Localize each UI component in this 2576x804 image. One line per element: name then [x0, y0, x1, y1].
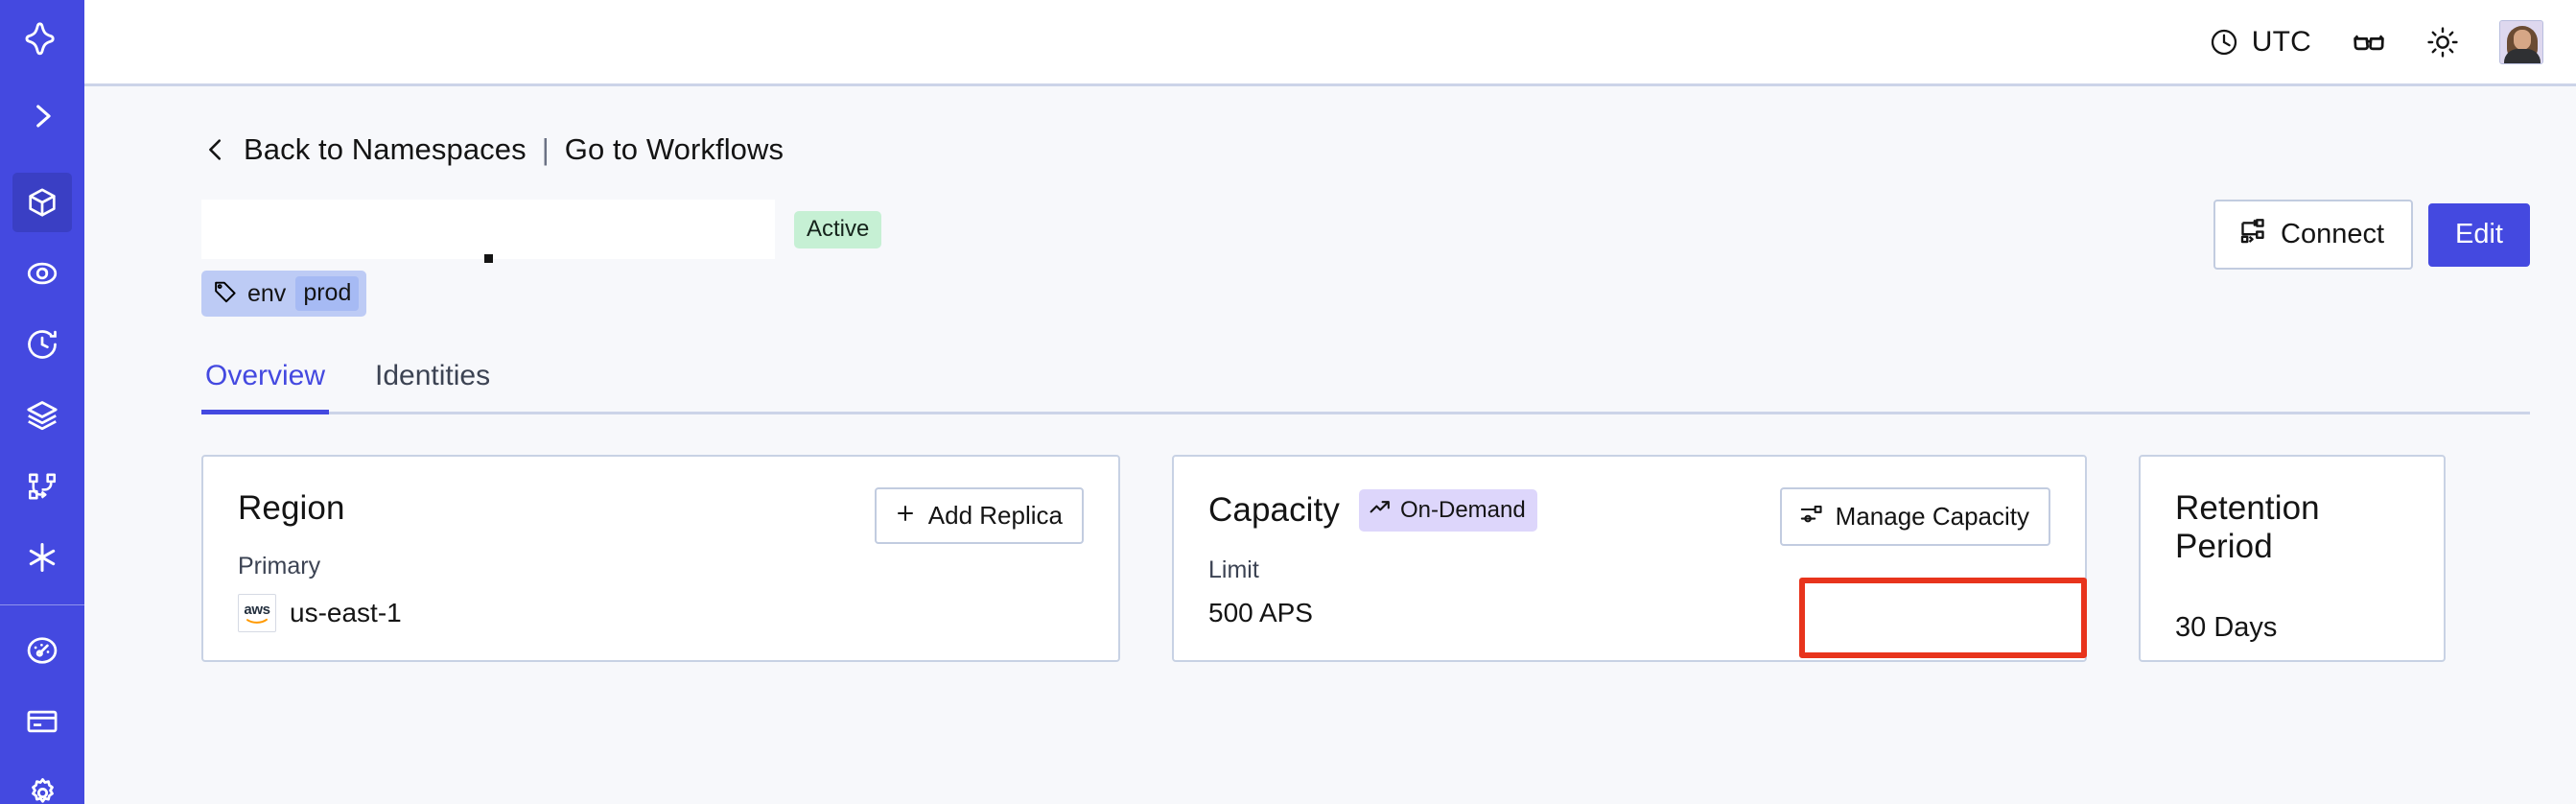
manage-capacity-button[interactable]: Manage Capacity [1779, 487, 2050, 546]
region-value: us-east-1 [290, 598, 402, 627]
add-replica-label: Add Replica [927, 501, 1063, 530]
plus-icon [894, 502, 917, 529]
namespace-tags: env prod [201, 271, 2530, 317]
tag-icon [213, 279, 238, 309]
retention-card-title: Retention Period [2175, 489, 2320, 565]
connect-button[interactable]: Connect [2213, 200, 2414, 270]
edit-button[interactable]: Edit [2428, 202, 2530, 267]
avatar-face [2514, 29, 2531, 50]
back-to-namespaces-link[interactable]: Back to Namespaces [244, 132, 527, 166]
title-dot [484, 254, 493, 263]
main-area: UTC [84, 0, 2576, 804]
sidebar-item-observability[interactable] [12, 244, 72, 303]
region-primary-label: Primary [238, 553, 321, 579]
sun-icon[interactable] [2426, 26, 2459, 59]
capacity-card: Capacity On-Demand [1172, 455, 2087, 662]
overview-cards: Region Add Replica [201, 455, 2530, 662]
manage-capacity-label: Manage Capacity [1835, 502, 2029, 531]
on-demand-badge: On-Demand [1358, 489, 1537, 532]
go-to-workflows-link[interactable]: Go to Workflows [564, 132, 785, 166]
breadcrumb-separator: | [541, 132, 550, 166]
region-card-head: Region [238, 489, 1084, 528]
timezone-label: UTC [2251, 25, 2311, 58]
tab-identities[interactable]: Identities [375, 360, 491, 391]
status-badge: Active [794, 210, 882, 248]
page-content: Back to Namespaces | Go to Workflows Act… [84, 86, 2576, 804]
capacity-card-head: Capacity On-Demand [1208, 489, 2050, 532]
sliders-icon [1799, 502, 1824, 531]
sidebar-item-layers[interactable] [12, 386, 72, 445]
sidebar-item-workflows[interactable] [12, 457, 72, 516]
tag-key: env [247, 279, 287, 307]
primary-sidebar [0, 0, 84, 804]
capacity-limit-label: Limit [1208, 556, 1259, 583]
chevron-left-icon[interactable] [201, 135, 230, 164]
tag-chip[interactable]: env prod [201, 271, 367, 317]
aws-icon: aws [238, 594, 276, 632]
clock-icon [2209, 27, 2239, 58]
user-avatar[interactable] [2499, 19, 2543, 64]
expand-sidebar-icon[interactable] [12, 86, 72, 146]
timezone-selector[interactable]: UTC [2209, 26, 2311, 59]
tag-value: prod [295, 276, 360, 311]
retention-card-head: Retention Period [2175, 489, 2409, 566]
capacity-card-title: Capacity [1208, 491, 1340, 529]
region-card-action: Add Replica [874, 487, 1084, 544]
top-bar-actions: UTC [2209, 19, 2543, 64]
header-actions: Connect Edit [2213, 200, 2530, 270]
aws-wordmark: aws [244, 601, 270, 618]
add-replica-button[interactable]: Add Replica [874, 487, 1084, 544]
retention-card: Retention Period 30 Days [2139, 455, 2446, 662]
top-bar: UTC [84, 0, 2576, 86]
on-demand-badge-label: On-Demand [1399, 496, 1526, 523]
trending-up-icon [1369, 496, 1392, 524]
glasses-icon[interactable] [2352, 25, 2386, 59]
region-value-row: aws us-east-1 [238, 594, 1084, 632]
tab-overview[interactable]: Overview [201, 360, 330, 414]
sidebar-item-settings[interactable] [12, 763, 72, 804]
sidebar-item-namespaces[interactable] [12, 173, 72, 232]
namespace-title-row: Active [201, 200, 2530, 270]
region-card-title: Region [238, 489, 345, 527]
connect-icon [2238, 217, 2267, 251]
sidebar-divider-top [0, 604, 84, 605]
sidebar-item-usage[interactable] [12, 621, 72, 680]
retention-value: 30 Days [2175, 612, 2278, 643]
tab-bar: Overview Identities [201, 357, 2530, 414]
capacity-value: 500 APS [1208, 598, 1313, 627]
edit-button-label: Edit [2455, 218, 2503, 249]
region-card: Region Add Replica [201, 455, 1120, 662]
sidebar-item-schedules[interactable] [12, 315, 72, 374]
namespace-title-redacted [201, 200, 775, 263]
connect-button-label: Connect [2281, 218, 2385, 249]
capacity-card-action: Manage Capacity [1779, 487, 2050, 546]
temporal-logo-icon[interactable] [12, 12, 72, 71]
avatar-body [2504, 48, 2541, 63]
breadcrumb: Back to Namespaces | Go to Workflows [201, 132, 2530, 167]
sidebar-item-nexus[interactable] [12, 528, 72, 587]
sidebar-item-billing[interactable] [12, 692, 72, 751]
